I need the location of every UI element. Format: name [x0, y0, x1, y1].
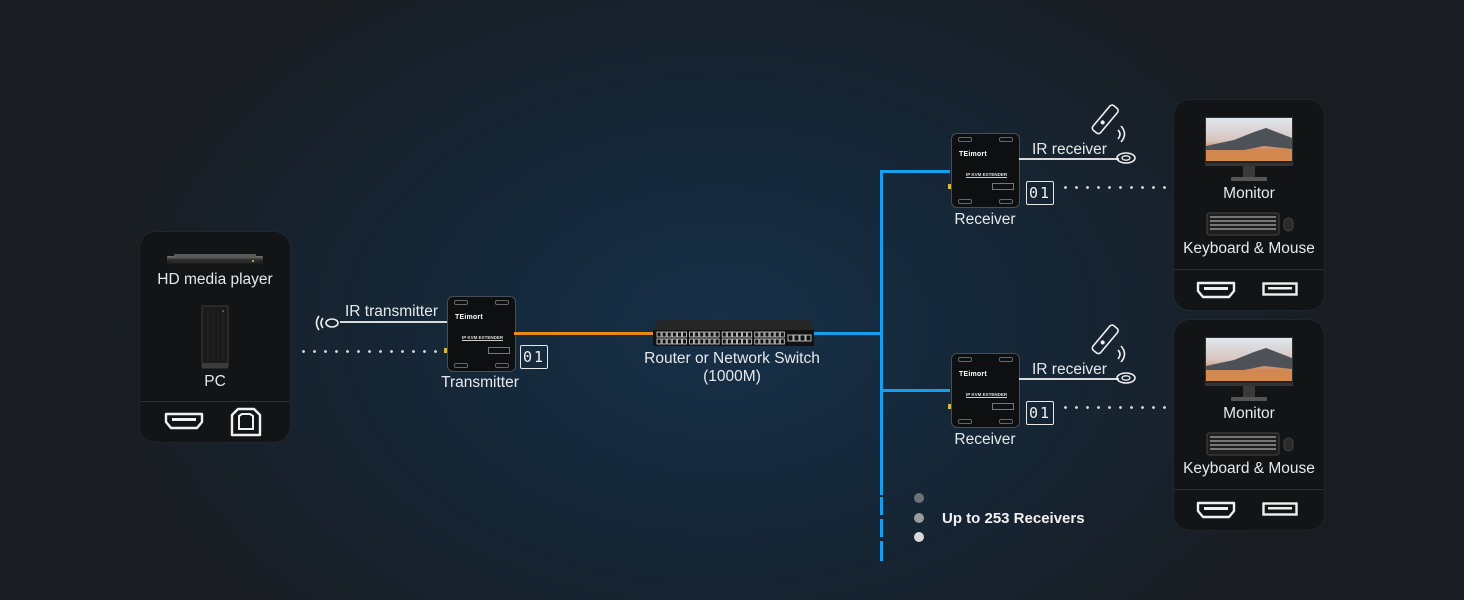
- ir-receiver-1-cable: [1019, 158, 1119, 160]
- switch-speed-label: (1000M): [703, 368, 761, 385]
- receiver-1-video-link: [1060, 186, 1172, 189]
- media-player-icon: [167, 254, 263, 266]
- monitor-icon: [1205, 337, 1293, 401]
- receiver-2-id-display: 01: [1026, 401, 1054, 425]
- keyboard-mouse-label: Keyboard & Mouse: [1183, 460, 1315, 477]
- remote-control-2-icon: [1091, 324, 1126, 363]
- ir-receiver-2-icon: [1116, 372, 1136, 384]
- hdmi-port-icon: [164, 412, 204, 430]
- ir-transmitter-label: IR transmitter: [345, 303, 439, 320]
- receiver-bus-extension: [880, 497, 883, 515]
- transmitter-switch-link: [514, 332, 654, 335]
- remote-control-1-icon: [1091, 104, 1126, 143]
- card-divider: [140, 401, 290, 402]
- receiver-1-label: Receiver: [954, 211, 1016, 228]
- pc-tower-icon: [201, 305, 229, 369]
- hdmi-port-icon: [1196, 281, 1236, 299]
- monitor-icon: [1205, 117, 1293, 181]
- receiver-bus-line: [880, 170, 883, 495]
- monitor-label: Monitor: [1223, 405, 1275, 422]
- ir-receiver-2-label: IR receiver: [1032, 361, 1107, 378]
- receiver-2-video-link: [1060, 406, 1172, 409]
- receiver-1-link: [880, 170, 950, 173]
- more-dot-1: [914, 493, 924, 503]
- ir-receiver-2-cable: [1019, 378, 1119, 380]
- keyboard-mouse-icon: [1206, 432, 1294, 456]
- receiver-2-device: TEimort IP KVM EXTENDER: [951, 353, 1020, 428]
- receiver-1-id-display: 01: [1026, 181, 1054, 205]
- more-dot-3: [914, 532, 924, 542]
- receiver-2-link: [880, 389, 950, 392]
- ir-receiver-1-label: IR receiver: [1032, 141, 1107, 158]
- source-video-link: [298, 350, 444, 353]
- switch-trunk-link: [814, 332, 882, 335]
- display-card-2: Monitor Keyboard & Mouse: [1174, 320, 1324, 530]
- ir-receiver-1-icon: [1116, 152, 1136, 164]
- ir-transmitter-cable: [340, 321, 448, 323]
- transmitter-model: IP KVM EXTENDER: [462, 335, 504, 341]
- monitor-label: Monitor: [1223, 185, 1275, 202]
- more-dot-2: [914, 513, 924, 523]
- usb-a-port-icon: [1262, 502, 1298, 516]
- max-receivers-note: Up to 253 Receivers: [942, 510, 1085, 527]
- transmitter-id-display: 01: [520, 345, 548, 369]
- transmitter-led: [444, 348, 447, 353]
- usb-a-port-icon: [1262, 282, 1298, 296]
- switch-label: Router or Network Switch: [644, 350, 820, 367]
- ir-transmitter-icon: [315, 315, 339, 331]
- network-switch-icon: [653, 320, 814, 346]
- pc-label: PC: [204, 373, 226, 390]
- display-card-1: Monitor Keyboard & Mouse: [1174, 100, 1324, 310]
- transmitter-label: Transmitter: [441, 374, 519, 391]
- hdmi-port-icon: [1196, 501, 1236, 519]
- source-devices-card: HD media player PC: [140, 232, 290, 442]
- transmitter-device: TEimort IP KVM EXTENDER: [447, 296, 516, 372]
- media-player-label: HD media player: [157, 271, 273, 288]
- transmitter-brand: TEimort: [455, 314, 483, 321]
- receiver-2-label: Receiver: [954, 431, 1016, 448]
- receiver-1-device: TEimort IP KVM EXTENDER: [951, 133, 1020, 208]
- usb-b-port-icon: [230, 407, 262, 437]
- keyboard-mouse-icon: [1206, 212, 1294, 236]
- keyboard-mouse-label: Keyboard & Mouse: [1183, 240, 1315, 257]
